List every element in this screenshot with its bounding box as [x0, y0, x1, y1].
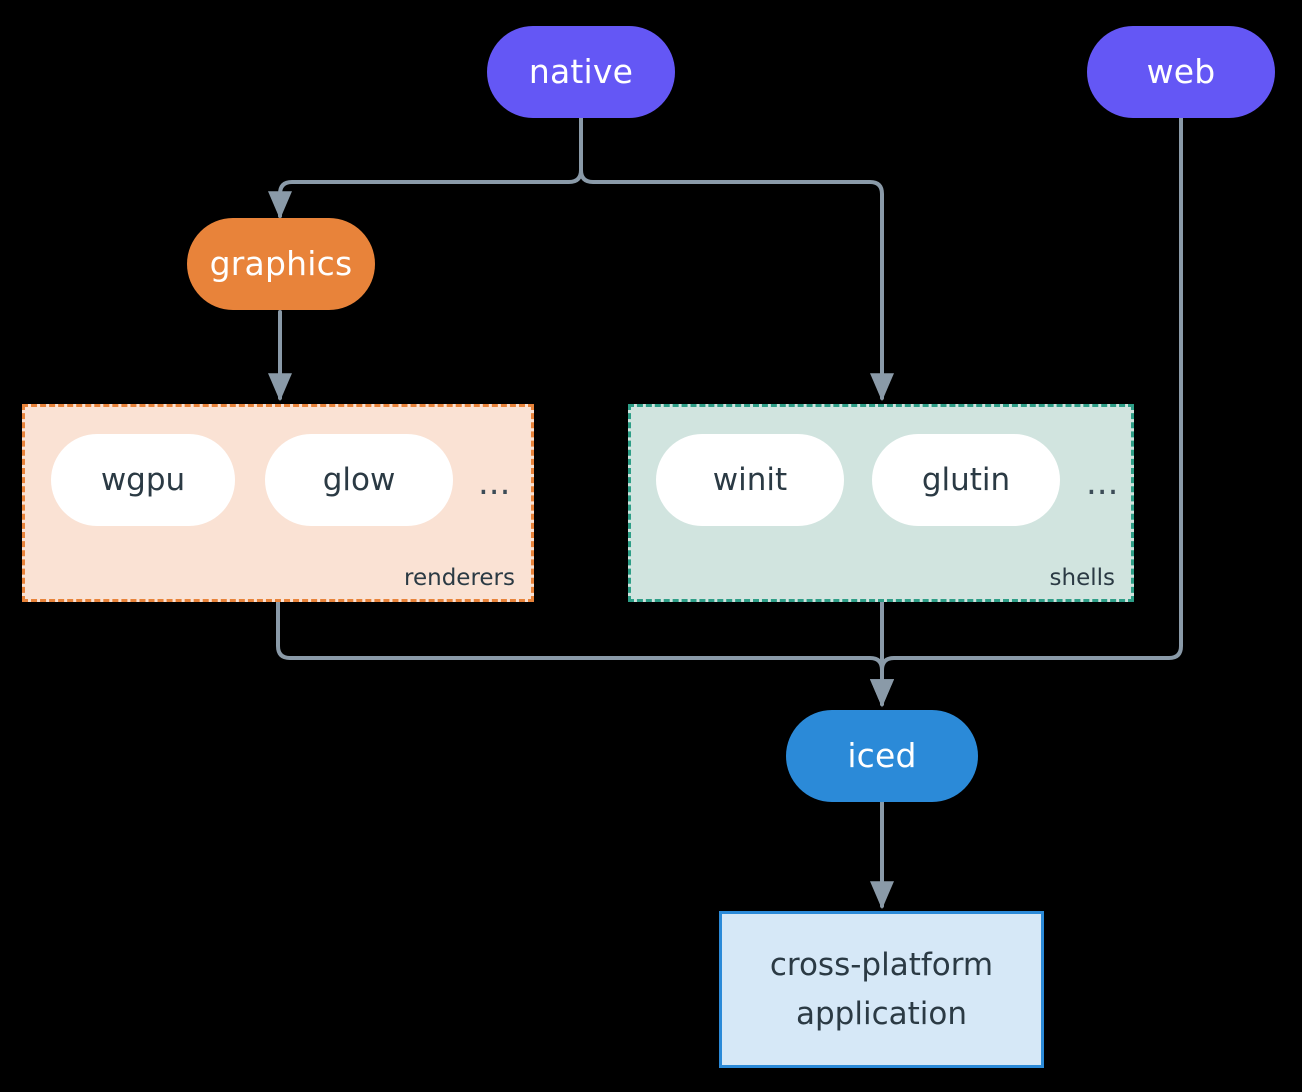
application-line-1: cross-platform: [769, 947, 994, 984]
leaf-winit[interactable]: winit: [656, 434, 844, 526]
leaf-wgpu-label: wgpu: [100, 462, 186, 498]
edge-renderers-to-iced: [276, 600, 894, 708]
shells-ellipsis: ...: [1086, 463, 1119, 503]
node-iced-label: iced: [847, 735, 917, 775]
node-graphics[interactable]: graphics: [187, 218, 375, 310]
node-web[interactable]: web: [1087, 26, 1275, 118]
node-iced[interactable]: iced: [786, 710, 978, 802]
leaf-wgpu[interactable]: wgpu: [51, 434, 235, 526]
node-web-label: web: [1146, 51, 1216, 91]
node-native-label: native: [528, 51, 634, 91]
leaf-winit-label: winit: [712, 462, 788, 498]
group-renderers-label: renderers: [404, 565, 515, 591]
leaf-glow[interactable]: glow: [265, 434, 453, 526]
leaf-glow-label: glow: [322, 462, 396, 498]
group-shells-label: shells: [1049, 565, 1115, 591]
edge-native-to-graphics: [267, 114, 583, 220]
renderers-ellipsis: ...: [478, 463, 511, 503]
edge-native-to-shells: [579, 114, 894, 402]
leaf-glutin-label: glutin: [921, 462, 1011, 498]
node-graphics-label: graphics: [209, 243, 353, 283]
application-line-2: application: [796, 995, 967, 1032]
leaf-glutin[interactable]: glutin: [872, 434, 1060, 526]
edge-web-to-iced: [869, 114, 1183, 708]
node-native[interactable]: native: [487, 26, 675, 118]
node-application[interactable]: cross-platform application: [719, 911, 1044, 1068]
